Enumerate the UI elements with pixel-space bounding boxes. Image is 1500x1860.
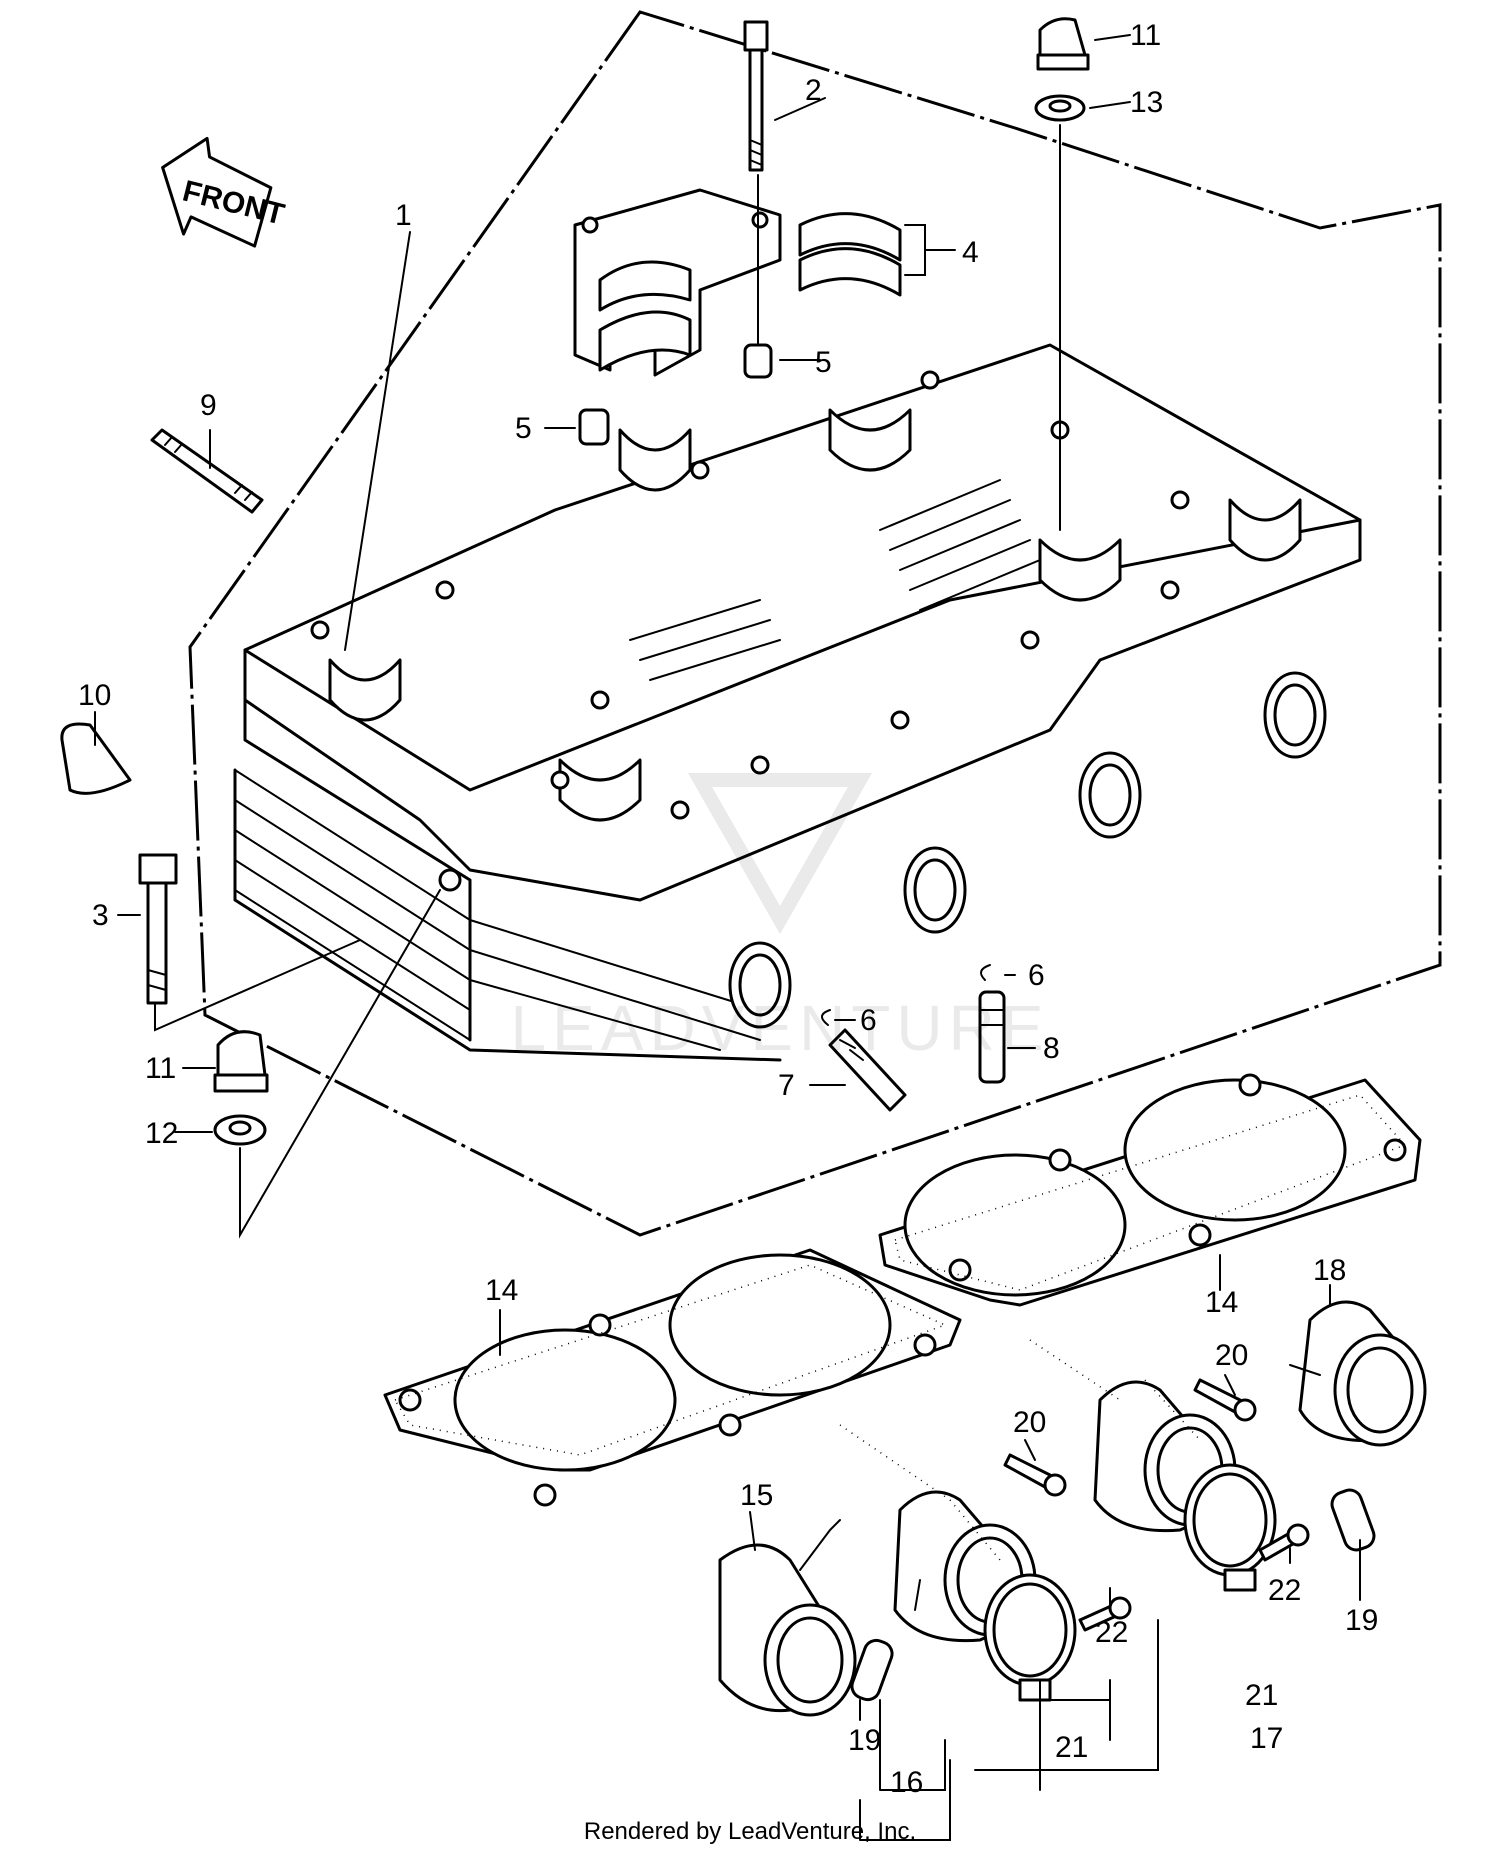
- callout-8: 8: [1043, 1032, 1060, 1065]
- callout-18: 18: [1313, 1254, 1346, 1287]
- screw-22-rear: [1258, 1523, 1310, 1562]
- callout-15: 15: [740, 1479, 773, 1512]
- head-bolt: [138, 853, 178, 1005]
- assembly-outline: [188, 10, 1442, 1237]
- dowel-pin-5a: [743, 343, 773, 379]
- callout-1: 1: [395, 199, 412, 232]
- callout-10: 10: [78, 679, 111, 712]
- callout-5a: 5: [815, 346, 832, 379]
- callout-9: 9: [200, 389, 217, 422]
- dowel-pin-5b: [578, 408, 610, 446]
- callout-22b: 22: [1268, 1574, 1301, 1607]
- half-moon-plug: [60, 722, 132, 795]
- exhaust-ports: [728, 671, 1327, 1029]
- intake-holder-18: [1289, 1300, 1427, 1447]
- callout-3: 3: [92, 899, 109, 932]
- screw-22-front: [1078, 1596, 1132, 1632]
- callout-17: 17: [1250, 1722, 1283, 1755]
- circlip-upper: [980, 964, 991, 981]
- clamp-rear: [1183, 1463, 1277, 1592]
- valve-guide-upper: [978, 990, 1006, 1084]
- watermark-logo: LEADVENTURE: [511, 773, 1050, 1064]
- callout-14a: 14: [485, 1274, 518, 1307]
- callout-6b: 6: [860, 1004, 877, 1037]
- front-arrow-icon: FRONT: [161, 136, 288, 248]
- callout-22a: 22: [1095, 1616, 1128, 1649]
- head-gasket-rear: [878, 1073, 1422, 1307]
- callout-2: 2: [805, 74, 822, 107]
- callout-14b: 14: [1205, 1286, 1238, 1319]
- callout-19b: 19: [1345, 1604, 1378, 1637]
- callout-19a: 19: [848, 1724, 881, 1757]
- callout-6a: 6: [1028, 959, 1045, 992]
- camshaft-cap: [573, 188, 902, 377]
- hose-rear: [1330, 1488, 1376, 1552]
- head-gasket-front: [383, 1248, 962, 1507]
- cylinder-head: [233, 343, 1362, 1062]
- callout-21a: 21: [1055, 1731, 1088, 1764]
- cam-cap-bolt: [743, 20, 769, 172]
- callout-11a: 11: [1130, 19, 1161, 52]
- callout-12: 12: [145, 1117, 178, 1150]
- callout-4: 4: [962, 236, 979, 269]
- cap-nut-bottom: [213, 1030, 269, 1093]
- callout-20b: 20: [1013, 1406, 1046, 1439]
- callout-labels: 1 2 3 4 5 5 6 6 7 8 9 10 11 11 12 13 14 …: [78, 19, 1378, 1799]
- callout-16: 16: [890, 1766, 923, 1799]
- stud: [150, 428, 264, 514]
- callout-13: 13: [1130, 86, 1163, 119]
- circlip-lower: [821, 1009, 831, 1026]
- screw-20-front: [1003, 1453, 1067, 1497]
- clamp-front: [983, 1573, 1077, 1702]
- callout-20a: 20: [1215, 1339, 1248, 1372]
- render-credit: Rendered by LeadVenture, Inc.: [583, 1818, 917, 1845]
- callout-7: 7: [778, 1069, 795, 1102]
- leader-lines: [94, 34, 1361, 1841]
- cap-nut-top: [1036, 17, 1090, 71]
- callout-5b: 5: [515, 412, 532, 445]
- callout-21b: 21: [1245, 1679, 1278, 1712]
- valve-guide-lower: [828, 1028, 907, 1112]
- hose-front: [850, 1638, 894, 1702]
- watermark-text: LEADVENTURE: [511, 992, 1050, 1064]
- intake-holder-15: [718, 1519, 857, 1717]
- callout-11b: 11: [145, 1052, 176, 1085]
- screw-20-rear: [1193, 1378, 1257, 1422]
